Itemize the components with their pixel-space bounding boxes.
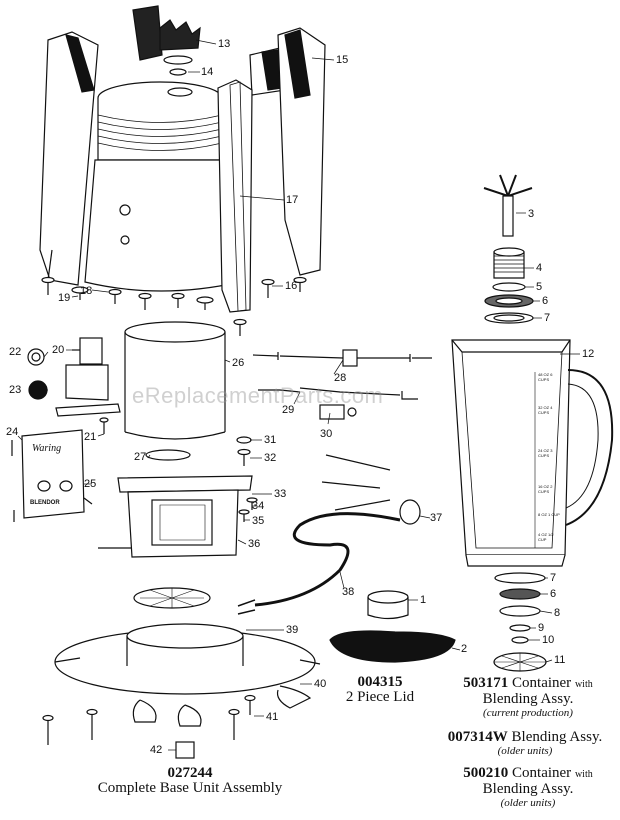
- caption-container-old-with: with: [574, 769, 593, 780]
- caption-container-old-desc: Container: [512, 765, 572, 781]
- caption-container-part: 503171: [463, 675, 509, 691]
- caption-blending-note: (older units): [497, 745, 553, 757]
- jar-marking: 16 OZ 2 CUPS: [538, 484, 553, 494]
- callout-20: 20: [52, 344, 65, 356]
- callout-22: 22: [9, 346, 22, 358]
- caption-container-old-line1: 500210 Container with: [438, 766, 618, 782]
- caption-base-part: 027244: [167, 765, 213, 781]
- callout-28: 28: [334, 372, 347, 384]
- callout-39: 39: [286, 624, 299, 636]
- callout-6-lower: 6: [550, 588, 557, 600]
- caption-blending-part: 007314W: [447, 729, 508, 745]
- callout-17: 17: [286, 194, 299, 206]
- wires: [252, 349, 432, 420]
- base-housing: [39, 5, 326, 313]
- callout-29: 29: [282, 404, 295, 416]
- caption-container-old-part: 500210: [463, 765, 509, 781]
- callout-32: 32: [264, 452, 277, 464]
- callout-11: 11: [554, 654, 566, 666]
- callout-12: 12: [582, 348, 595, 360]
- caption-container-with: with: [574, 679, 593, 690]
- feet-screws: [41, 276, 307, 336]
- callout-8: 8: [554, 607, 561, 619]
- callout-23: 23: [9, 384, 22, 396]
- leader-lines: [17, 39, 580, 751]
- callout-15: 15: [336, 54, 349, 66]
- callout-25: 25: [84, 478, 97, 490]
- callout-27: 27: [134, 451, 147, 463]
- caption-lid-part: 004315: [357, 674, 403, 690]
- callout-24: 24: [6, 426, 19, 438]
- callout-16: 16: [285, 280, 298, 292]
- jar-marking: 24 OZ 3 CUPS: [538, 448, 553, 458]
- callout-6: 6: [542, 295, 549, 307]
- caption-blending-line1: 007314W Blending Assy.: [430, 730, 620, 745]
- caption-lid-desc: 2 Piece Lid: [345, 689, 415, 705]
- switch-and-plate: [11, 337, 121, 522]
- callout-7-lower: 7: [550, 572, 557, 584]
- badge-brand: Waring: [32, 443, 62, 454]
- watermark: eReplacementParts.com: [132, 383, 384, 408]
- callout-36: 36: [248, 538, 261, 550]
- caption-base-desc: Complete Base Unit Assembly: [97, 780, 283, 796]
- caption-container-desc2: Blending Assy.: [482, 691, 574, 707]
- callout-19: 19: [58, 292, 71, 304]
- caption-blending: 007314W Blending Assy. (older units): [430, 730, 620, 758]
- base-plate: [42, 623, 321, 759]
- caption-container-desc: Container: [512, 675, 572, 691]
- callout-1: 1: [420, 594, 427, 606]
- jar-marking: 48 OZ 6 CUPS: [538, 372, 553, 382]
- callout-38: 38: [342, 586, 355, 598]
- callout-40: 40: [314, 678, 327, 690]
- caption-container-line1: 503171 Container with: [438, 676, 618, 692]
- callout-41: 41: [266, 711, 279, 723]
- caption-container-old-note: (older units): [500, 797, 556, 809]
- callout-37: 37: [430, 512, 443, 524]
- blender-container: [451, 339, 614, 567]
- blade-assembly-top: [483, 174, 534, 324]
- jar-marking: 32 OZ 4 CUPS: [538, 405, 553, 415]
- motor-assembly: [98, 436, 258, 609]
- callout-4: 4: [536, 262, 543, 274]
- caption-container-note: (current production): [483, 707, 573, 719]
- motor-cover: [124, 321, 226, 440]
- callout-18: 18: [80, 285, 93, 297]
- caption-lid: 004315 2 Piece Lid: [330, 675, 430, 705]
- callout-7: 7: [544, 312, 551, 324]
- caption-base: 027244 Complete Base Unit Assembly: [60, 766, 320, 796]
- callout-5: 5: [536, 281, 543, 293]
- caption-container-old: 500210 Container with Blending Assy. (ol…: [438, 766, 618, 810]
- blade-assembly-bottom: [493, 572, 547, 672]
- callout-33: 33: [274, 488, 287, 500]
- callout-26: 26: [232, 357, 245, 369]
- callout-30: 30: [320, 428, 333, 440]
- callout-31: 31: [264, 434, 277, 446]
- callout-34: 34: [252, 500, 265, 512]
- power-cord: [237, 454, 421, 615]
- lid: [329, 590, 456, 663]
- callout-10: 10: [542, 634, 555, 646]
- caption-container: 503171 Container with Blending Assy. (cu…: [438, 676, 618, 720]
- caption-container-old-desc2: Blending Assy.: [482, 781, 574, 797]
- callout-35: 35: [252, 515, 265, 527]
- jar-marking: 8 OZ 1 CUP: [538, 512, 560, 517]
- callout-14: 14: [201, 66, 214, 78]
- callout-42: 42: [150, 744, 163, 756]
- callout-9: 9: [538, 622, 545, 634]
- callout-2: 2: [461, 643, 468, 655]
- jar-marking: 4 OZ 1/2 CUP: [538, 532, 554, 542]
- caption-blending-desc: Blending Assy.: [511, 729, 603, 745]
- callout-13: 13: [218, 38, 231, 50]
- callout-3: 3: [528, 208, 535, 220]
- badge-model: BLENDOR: [30, 500, 60, 506]
- callout-21: 21: [84, 431, 97, 443]
